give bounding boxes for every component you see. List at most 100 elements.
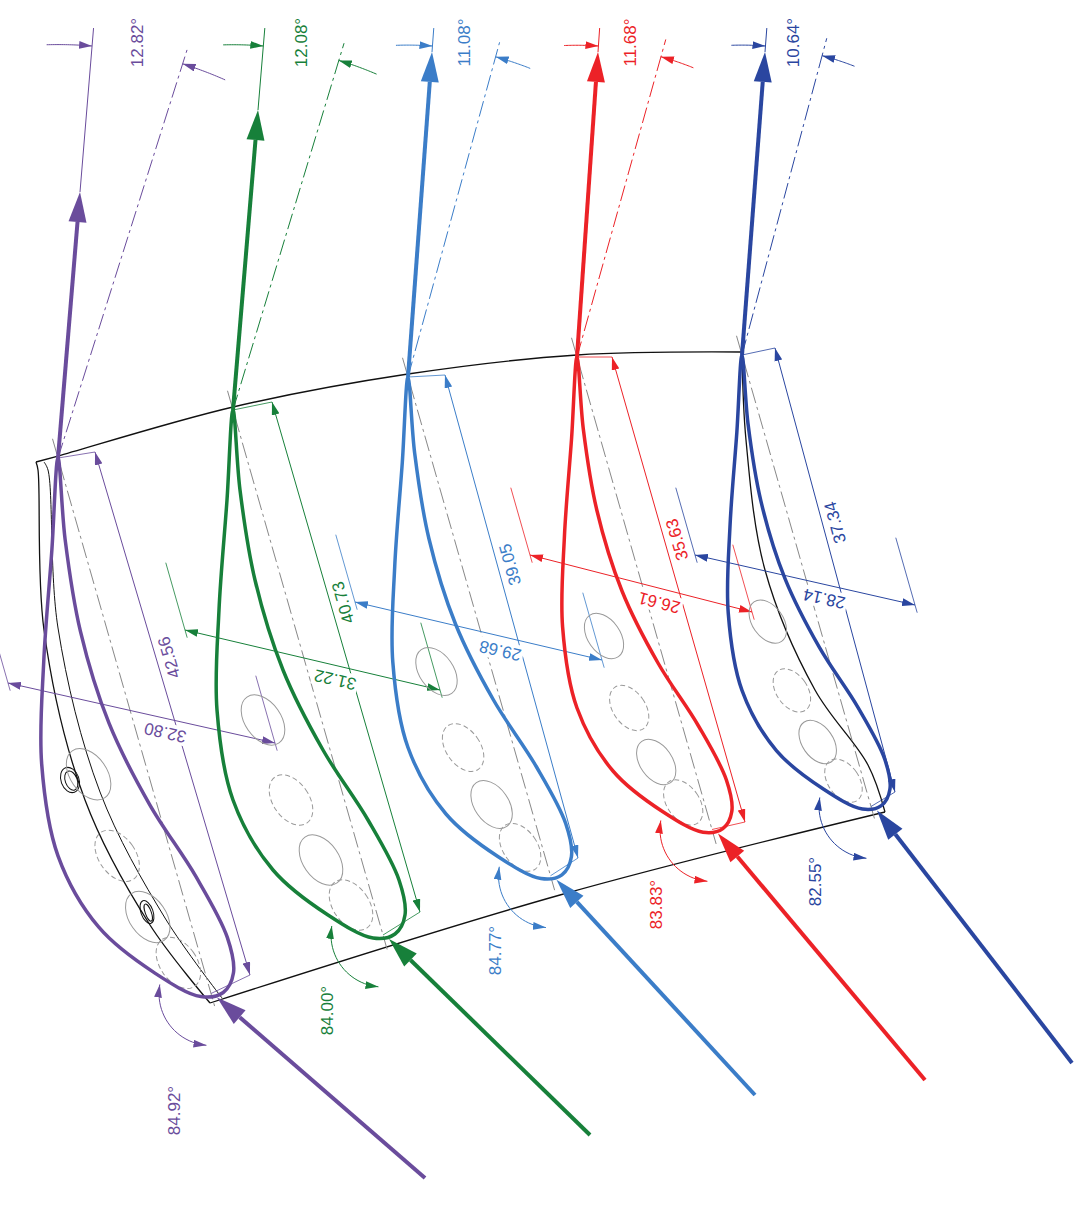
extension-line: [742, 348, 775, 355]
airfoil-section: [166, 28, 590, 1135]
dimension-line: [272, 402, 420, 912]
airfoil-profile: [727, 355, 890, 809]
extension-line: [58, 452, 95, 458]
exit-angle-label: 12.82°: [128, 15, 147, 68]
angle-arc: [660, 820, 707, 881]
extension-line: [211, 975, 250, 994]
chord-line: [403, 358, 555, 890]
airfoil-profile: [562, 357, 732, 833]
chord-line: [572, 338, 717, 844]
reference-line: [742, 38, 827, 355]
blade-outline: [36, 352, 885, 1003]
blade-leading-edge-inner: [44, 462, 222, 998]
cooling-passage: [407, 640, 466, 703]
exit-angle-label: 10.64°: [785, 15, 804, 68]
airfoil-section: [511, 28, 925, 1080]
extension-line: [233, 402, 272, 410]
dimension-line: [95, 452, 250, 975]
arrowhead: [754, 52, 772, 83]
blade-tip-edge: [36, 352, 742, 462]
airfoil-profile: [392, 377, 572, 879]
dimension-line: [775, 348, 895, 792]
chord-dimension: 37.34: [820, 497, 850, 547]
extension-line: [166, 563, 187, 638]
pitch-dimension: 32.80: [140, 718, 190, 747]
exit-flow-arrow: [742, 82, 763, 355]
reference-line: [408, 40, 500, 377]
airfoil-section: [676, 28, 1072, 1063]
exit-extension-line: [432, 28, 434, 52]
blade-root-edge: [210, 812, 885, 1003]
cooling-passage: [576, 606, 631, 666]
cooling-passage: [116, 883, 179, 951]
chord-line: [737, 336, 876, 821]
cooling-passage: [601, 678, 656, 738]
inlet-angle-label: 84.00°: [319, 983, 338, 1036]
cooling-passage: [86, 822, 149, 890]
chord-dimension: 35.63: [662, 514, 693, 564]
arrowhead: [69, 192, 87, 223]
arrowhead: [587, 52, 605, 83]
angle-arc: [47, 45, 92, 46]
cooling-passage: [232, 687, 294, 754]
chord-line: [228, 391, 388, 950]
pitch-dimension: 26.61: [635, 588, 685, 618]
exit-angle-label: 12.08°: [292, 15, 311, 68]
exit-flow-arrow: [577, 82, 596, 357]
exit-angle-label: 11.68°: [620, 16, 639, 68]
chord-line: [53, 439, 216, 1008]
angle-arc: [564, 45, 598, 47]
exit-extension-line: [258, 28, 265, 110]
angle-arc: [819, 797, 866, 858]
angle-arc: [731, 45, 765, 47]
extension-line: [577, 357, 612, 358]
cooling-passage: [741, 593, 794, 650]
chord-dimension: 39.05: [495, 540, 526, 590]
cooling-passage: [765, 662, 818, 719]
reference-line: [577, 39, 666, 357]
cooling-passage: [260, 767, 322, 834]
inlet-angle-label: 82.55°: [807, 855, 826, 908]
exit-flow-arrow: [233, 140, 256, 410]
exit-extension-line: [80, 28, 94, 192]
extension-line: [733, 545, 754, 620]
extension-line: [408, 375, 445, 377]
airfoil-profile: [216, 410, 405, 938]
exit-flow-arrow: [408, 82, 430, 377]
angle-arc: [183, 64, 226, 80]
inlet-flow-arrow: [410, 960, 590, 1135]
inlet-angle-label: 83.83°: [648, 878, 667, 931]
blade-leading-edge: [36, 462, 210, 1003]
arrowhead: [247, 110, 265, 141]
angle-arc: [822, 56, 854, 67]
cooling-hole: [137, 899, 156, 926]
cooling-passage: [57, 740, 120, 808]
cooling-passage: [791, 713, 844, 770]
dimension-line: [612, 357, 745, 822]
extension-line: [551, 858, 579, 876]
extension-line: [712, 822, 745, 830]
reference-line: [58, 47, 188, 458]
airfoil-section: [336, 28, 755, 1095]
angle-arc: [159, 984, 206, 1045]
pitch-dimension: 31.22: [310, 665, 360, 694]
inlet-flow-arrow: [240, 1017, 425, 1178]
extension-line: [383, 912, 420, 935]
inlet-angle-label: 84.77°: [486, 924, 505, 977]
exit-flow-arrow: [58, 222, 78, 458]
angle-arc: [331, 926, 378, 987]
cooling-passage: [628, 732, 683, 792]
arrowhead: [421, 52, 439, 83]
inlet-flow-arrow: [895, 834, 1072, 1063]
angle-arc: [496, 57, 531, 69]
cooling-passage: [290, 827, 352, 894]
exit-extension-line: [765, 28, 767, 52]
chord-dimension: 40.73: [328, 577, 359, 627]
reference-line: [233, 43, 344, 410]
exit-angle-label: 11.08°: [455, 16, 474, 68]
pitch-dimension: 28.14: [799, 584, 849, 613]
pitch-dimension: 29.68: [475, 636, 525, 665]
dimension-line: [445, 375, 578, 858]
chord-dimension: 42.56: [154, 632, 185, 682]
